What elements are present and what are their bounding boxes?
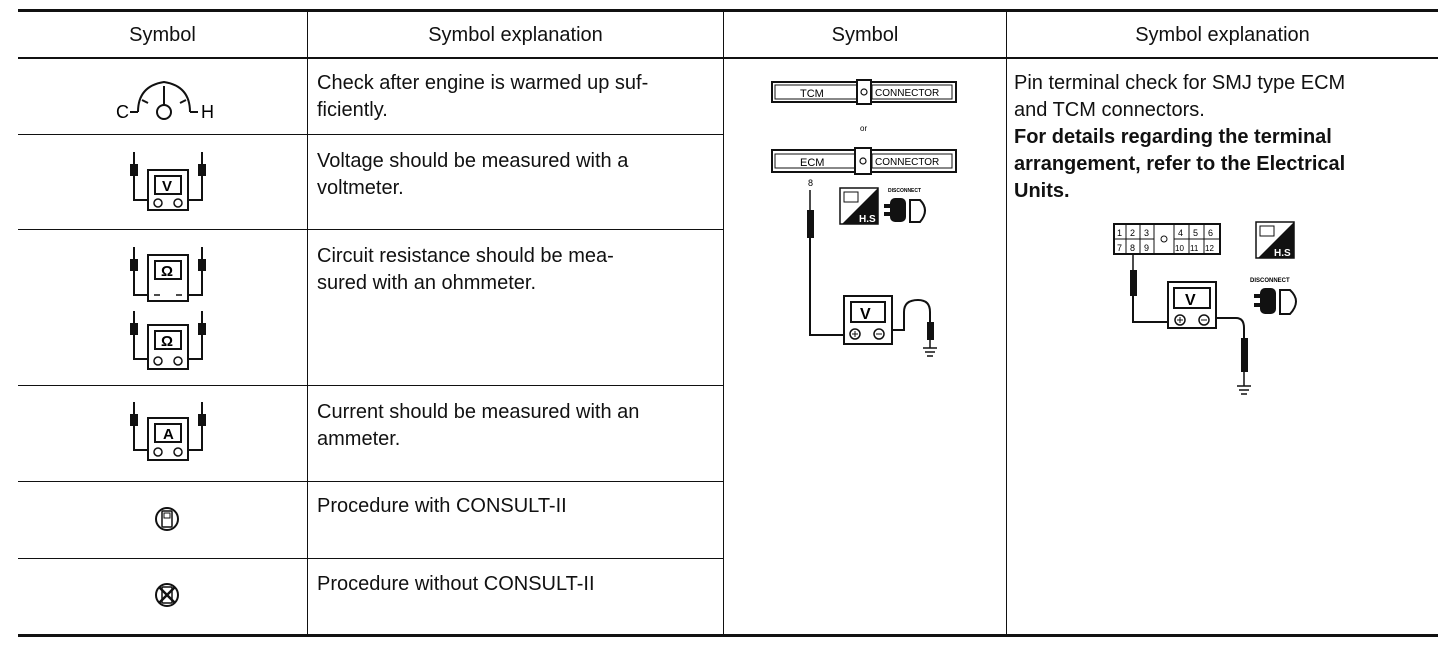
ammeter-a: A xyxy=(163,426,174,443)
row3-line2: sured with an ohmmeter. xyxy=(317,272,536,294)
right-hs-label: H.S xyxy=(1274,248,1291,259)
table-top-rule xyxy=(18,9,1438,12)
diagram-meter-v: V xyxy=(860,306,871,323)
pin-11: 11 xyxy=(1190,244,1199,253)
row-divider xyxy=(18,558,724,559)
right-bold1: For details regarding the terminal xyxy=(1014,126,1332,148)
right-disconnect-label: DISCONNECT xyxy=(1250,278,1290,284)
row3-line1: Circuit resistance should be mea- xyxy=(317,245,614,267)
table-bottom-rule xyxy=(18,634,1438,637)
right-meter-v: V xyxy=(1185,292,1196,309)
right-bold2: arrangement, refer to the Electrical xyxy=(1014,153,1346,175)
header-bottom-rule xyxy=(18,57,1438,59)
row5-explanation: Procedure with CONSULT-II xyxy=(317,495,567,517)
pin-3: 3 xyxy=(1144,228,1149,238)
ohmmeter-icon: Ω xyxy=(130,311,206,370)
pin-terminal-diagram: 1 2 3 4 5 6 7 8 9 10 11 12 V H.S xyxy=(1113,221,1297,395)
pin-2: 2 xyxy=(1130,228,1135,238)
pin-5: 5 xyxy=(1193,228,1198,238)
pin-7: 7 xyxy=(1117,243,1122,253)
pin-1: 1 xyxy=(1117,228,1122,238)
pin-10: 10 xyxy=(1175,244,1184,253)
row3-explanation: Circuit resistance should be mea-sured w… xyxy=(317,243,717,297)
ohmmeter-symbol: Ω xyxy=(161,263,173,280)
pin-4: 4 xyxy=(1178,228,1183,238)
column-divider xyxy=(1006,12,1007,634)
pin-9: 9 xyxy=(1144,243,1149,253)
header-symbol: Symbol xyxy=(831,23,899,46)
connector-label: CONNECTOR xyxy=(875,88,939,99)
hs-label: H.S xyxy=(859,214,876,225)
row-divider xyxy=(18,481,724,482)
connector-label: CONNECTOR xyxy=(875,157,939,168)
row-divider xyxy=(18,229,724,230)
ecm-label: ECM xyxy=(800,157,824,169)
row1-line2: ficiently. xyxy=(317,99,388,121)
header-symbol-explanation: Symbol explanation xyxy=(428,23,603,46)
column-divider xyxy=(307,12,308,634)
right-explanation: Pin terminal check for SMJ type ECM and … xyxy=(1014,70,1434,205)
column-divider xyxy=(723,12,724,634)
thermometer-gauge-icon: C H xyxy=(116,80,214,122)
row-divider xyxy=(18,385,724,386)
pin-6: 6 xyxy=(1208,228,1213,238)
pin-12: 12 xyxy=(1205,244,1214,253)
row4-explanation: Current should be measured with an ammete… xyxy=(317,399,717,453)
row4-line1: Current should be measured with an xyxy=(317,401,640,423)
row1-explanation: Check after engine is warmed up suf-fici… xyxy=(317,70,717,124)
no-consult-icon xyxy=(155,583,179,607)
row2-line2: voltmeter. xyxy=(317,177,404,199)
pin-label: 8 xyxy=(808,178,813,188)
disconnect-label: DISCONNECT xyxy=(888,188,921,194)
gauge-c-label: C xyxy=(116,102,129,122)
row4-line2: ammeter. xyxy=(317,428,401,450)
right-bold3: Units. xyxy=(1014,180,1070,202)
gauge-h-label: H xyxy=(201,102,214,122)
row-divider xyxy=(18,134,724,135)
connector-check-diagram: TCM CONNECTOR or ECM CONNECTOR 8 H.S DIS… xyxy=(771,79,957,357)
or-label: or xyxy=(860,124,867,133)
row2-explanation: Voltage should be measured with a voltmet… xyxy=(317,148,717,202)
voltmeter-v: V xyxy=(162,178,172,195)
header-symbol-explanation: Symbol explanation xyxy=(1135,23,1310,46)
consult-icon xyxy=(155,507,179,531)
row6-explanation: Procedure without CONSULT-II xyxy=(317,573,595,595)
voltmeter-icon: V xyxy=(130,152,206,211)
tcm-label: TCM xyxy=(800,88,824,100)
pin-8: 8 xyxy=(1130,243,1135,253)
right-line2: and TCM connectors. xyxy=(1014,99,1205,121)
ammeter-icon: A xyxy=(130,402,206,461)
row2-line1: Voltage should be measured with a xyxy=(317,150,629,172)
ohmmeter-icon: Ω xyxy=(130,247,206,302)
header-symbol: Symbol xyxy=(129,23,196,46)
row1-line1: Check after engine is warmed up suf- xyxy=(317,72,649,94)
ohmmeter-symbol: Ω xyxy=(161,333,173,350)
right-line1: Pin terminal check for SMJ type ECM xyxy=(1014,72,1346,94)
